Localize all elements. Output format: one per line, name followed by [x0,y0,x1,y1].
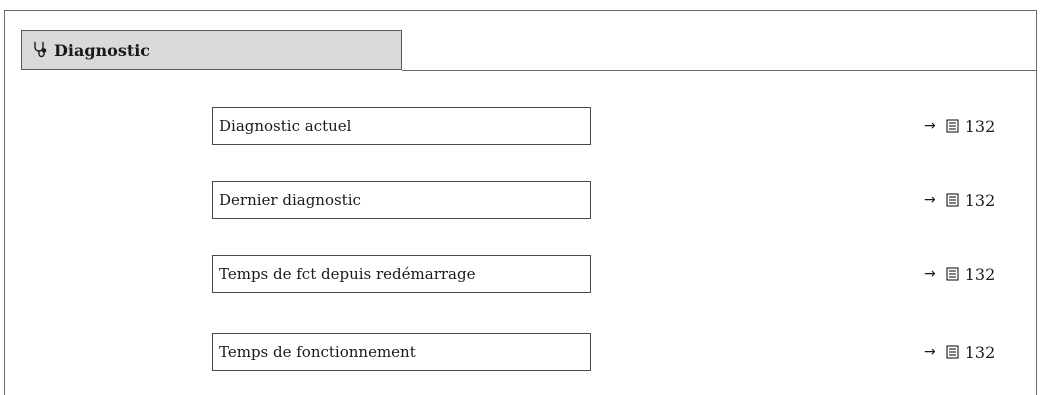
menu-header-title: Diagnostic [54,40,151,60]
page-number: 132 [964,190,996,210]
parameter-temps-depuis-redemarrage[interactable]: Temps de fct depuis redémarrage [212,255,591,293]
page-icon [946,193,959,207]
parameter-diagnostic-actuel[interactable]: Diagnostic actuel [212,107,591,145]
page-reference[interactable]: → 132 [924,107,995,145]
page-number: 132 [964,116,996,136]
arrow-right-icon: → [924,192,936,208]
parameter-label: Temps de fonctionnement [219,343,416,361]
parameter-label: Diagnostic actuel [219,117,352,135]
page-number: 132 [964,342,996,362]
page-reference[interactable]: → 132 [924,255,995,293]
arrow-right-icon: → [924,118,936,134]
page-icon [946,345,959,359]
arrow-right-icon: → [924,266,936,282]
page-reference[interactable]: → 132 [924,181,995,219]
stethoscope-icon [32,41,48,59]
page-icon [946,119,959,133]
arrow-right-icon: → [924,344,936,360]
menu-header: Diagnostic [21,30,402,70]
page-number: 132 [964,264,996,284]
page-reference[interactable]: → 132 [924,333,995,371]
diagram-frame [4,10,1037,395]
parameter-label: Dernier diagnostic [219,191,361,209]
header-divider [402,70,1037,71]
parameter-temps-de-fonctionnement[interactable]: Temps de fonctionnement [212,333,591,371]
parameter-label: Temps de fct depuis redémarrage [219,265,476,283]
page-icon [946,267,959,281]
parameter-dernier-diagnostic[interactable]: Dernier diagnostic [212,181,591,219]
